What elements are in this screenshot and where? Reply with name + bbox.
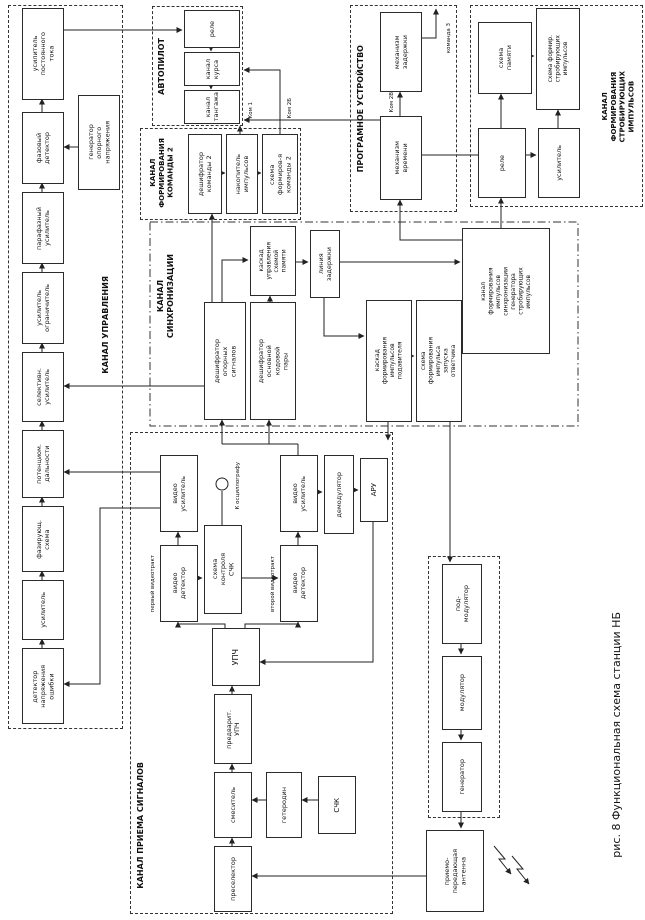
block-strobe-pulse-former: схема формир. стробирующих импульсов [536,8,580,110]
block-mixer: смеситель [214,772,252,838]
wire [259,520,374,665]
wire [323,296,365,339]
block-phase-detector: фазовый детектор [22,112,64,184]
block-strobe-sync-pulse-channel: канал формирования импульсов синхронизац… [462,228,550,354]
label-to-oscilloscope: К осциллографу [234,462,241,510]
wire [420,8,439,39]
wire [244,621,301,628]
command2-channel-box [140,128,301,220]
control-channel-label: КАНАЛ УПРАВЛЕНИЯ [101,276,110,374]
block-generator: генератор [442,742,482,812]
block-limiter-amplifier: усилитель ограничитель [22,272,64,344]
block-code-pair-decoder: дешифратор основной кодовой пары [250,302,296,420]
block-submodulator: под- модулятор [442,564,482,644]
block-video-detector-2: видео детектор [280,545,318,622]
block-amplifier: усилитель [22,580,64,640]
block-video-amplifier-1: видео усилитель [160,455,198,532]
block-preselector: преселектор [214,846,252,912]
block-time-mechanism: механизм времени [380,116,422,200]
figure-caption: рис. 8 Функциональная схема станции НБ [610,612,624,858]
wire [175,621,226,628]
label-kom2b: Ком 2Б [286,97,293,119]
block-schk-control-circuit: схема контроля СЧК [204,525,242,614]
block-paraphase-amplifier: парафазный усилитель [22,192,64,264]
block-command2-former: схема формиров-я команды 2 [262,134,298,214]
label-kom1: Ком 1 [247,101,254,119]
block-pitch-channel: канал тангажа [184,90,240,124]
label-command3: команда 3 [445,22,452,54]
block-reference-signal-decoder: дешифратор опорных сигналов [204,302,246,420]
block-range-potentiometer: потенциом. дальности [22,430,64,498]
sync-channel-label: КАНАЛ СИНХРОНИЗАЦИИ [156,253,175,339]
wire [243,67,281,134]
wire [397,199,462,241]
autopilot-box [152,6,243,126]
block-schk: СЧК [318,776,356,834]
block-if-amplifier: УПЧ [212,628,260,686]
lightning-icon [511,855,530,885]
block-relay-strobe: реле [478,128,526,198]
block-dc-amplifier: усилитель постоянного тока [22,8,64,100]
block-transponder-trigger-former: схема формирования импульса запуска отве… [416,300,462,422]
block-error-voltage-detector: детектор напряжения ошибки [22,648,64,724]
command2-channel-label: КАНАЛ ФОРМИРОВАНИЯ КОМАНДЫ 2 [148,138,175,208]
label-second-video-path: второй видеотракт [269,556,276,612]
block-modulator: модулятор [442,656,482,730]
block-strobe-amplifier: усилитель [538,128,580,198]
block-suppressor-pulse-cascade: каскад формирования импульсов подавителя [366,300,412,422]
block-phasing-circuit: фазирующ. схема [22,506,64,572]
transmitter-box [428,556,500,818]
program-device-label: ПРОГРАМНОЕ УСТРОЙСТВО [356,45,365,173]
block-memory-circuit: схема памяти [478,22,532,94]
block-agc: АРУ [360,458,388,522]
block-delay-mechanism: механизм задержки [380,12,422,92]
block-reference-voltage-generator: генератор опорного напряжения [78,95,120,190]
sync-channel-box [149,221,579,427]
label-first-video-path: первый видеотракт [149,555,156,613]
block-video-amplifier-2: видео усилитель [280,455,318,532]
oscilloscope-connector-circle [215,477,229,491]
lightning-icon [493,845,512,875]
block-demodulator: демодулятор [324,455,354,534]
control-channel-box [8,5,123,729]
label-kom2v: Ком 2В [388,91,395,113]
block-course-channel: канал курса [184,52,240,86]
program-device-box [350,5,457,212]
strobe-channel-label: КАНАЛ ФОРМИРОВАНИЯ СТРОБИРУЮЩИХ ИМПУЛЬСО… [600,71,635,143]
block-command2-decoder: дешифратор команды 2 [188,134,222,214]
block-relay-autopilot: реле [184,10,240,48]
block-pulse-accumulator: накопитель импульсов [226,134,258,214]
autopilot-label: АВТОПИЛОТ [157,37,166,95]
block-transceiver-antenna: приемо- передающая антенна [426,830,484,912]
block-local-oscillator: гетеродин [266,772,302,838]
block-preliminary-if-amplifier: предварит. УПЧ [214,694,252,764]
block-selective-amplifier: селективн. усилитель [22,352,64,422]
block-delay-line: линия задержки [310,230,340,298]
receiver-channel-box [130,432,393,914]
wire [221,257,249,302]
block-video-detector-1: видео детектор [160,545,198,622]
block-memory-control-cascade: каскад управления схемой памяти [250,226,296,296]
receiver-channel-label: КАНАЛ ПРИЕМА СИГНАЛОВ [135,761,145,889]
strobe-channel-box [470,5,643,207]
